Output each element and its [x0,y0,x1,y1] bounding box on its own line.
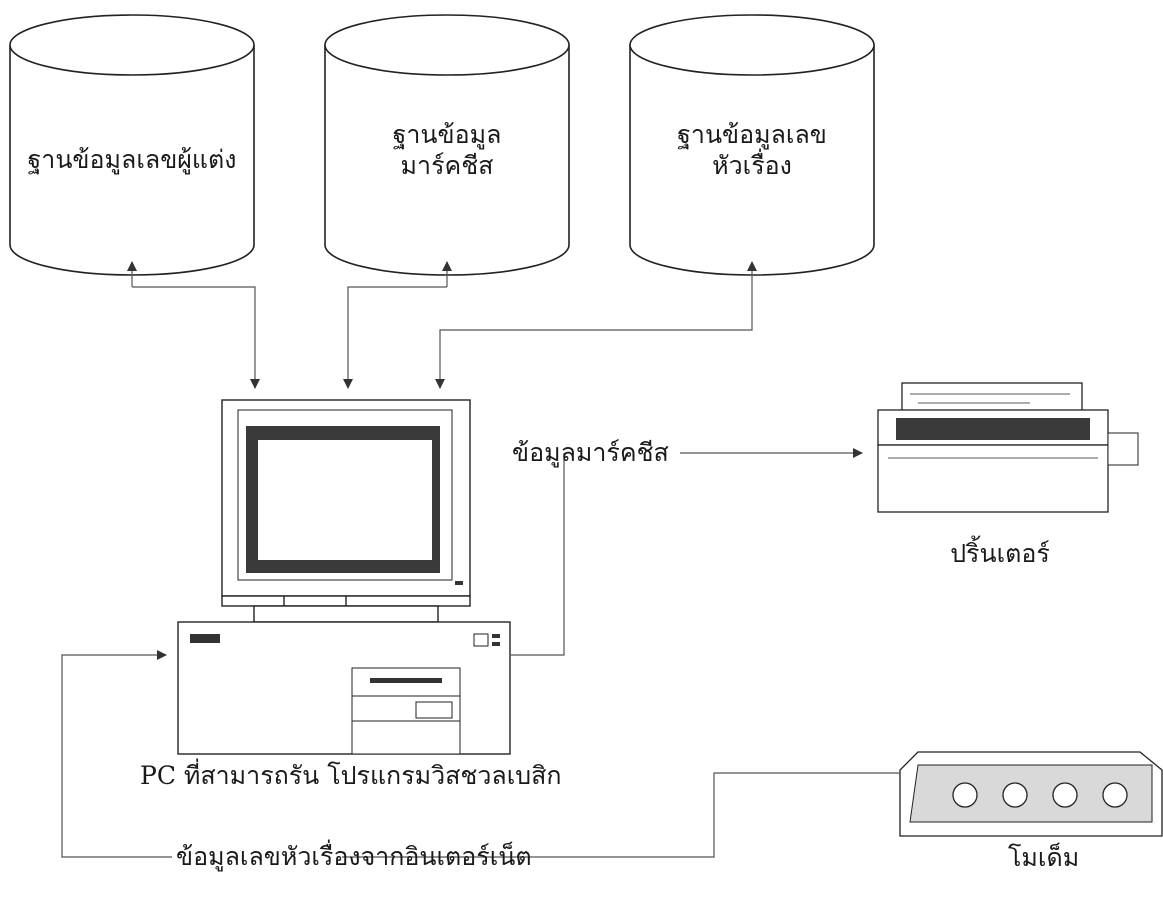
subject-database-label: ฐานข้อมูลเลข หัวเรื่อง [630,119,874,182]
printer-icon [877,382,1139,513]
marc-database-line2: มาร์คชีส [400,151,494,181]
computer-case-icon [177,621,511,755]
modem-icon [899,751,1163,837]
monitor-icon [221,399,471,623]
internet-connector [61,650,900,858]
marc-database-label: ฐานข้อมูล มาร์คชีส [325,119,569,182]
subject-database-line2: หัวเรื่อง [712,151,792,181]
db-connectors [127,261,757,389]
marc-database-cylinder [324,14,570,276]
marc-database-line1: ฐานข้อมูล [392,120,502,149]
author-database-cylinder [9,14,255,276]
pc-label: PC ที่สามารถรัน โปรแกรมวิสชวลเบสิก [140,761,562,790]
modem-label: โมเด็ม [1008,843,1080,872]
author-database-label: ฐานข้อมูลเลขผู้แต่ง [10,144,254,175]
subject-database-line1: ฐานข้อมูลเลข [677,120,827,149]
marc-data-label: ข้อมูลมาร์คชีส [512,438,669,467]
printer-label: ปริ้นเตอร์ [950,539,1050,568]
internet-data-label: ข้อมูลเลขหัวเรื่องจากอินเตอร์เน็ต [176,842,532,871]
printer-connector [510,448,863,656]
author-database-line1: ฐานข้อมูลเลขผู้แต่ง [27,145,237,174]
